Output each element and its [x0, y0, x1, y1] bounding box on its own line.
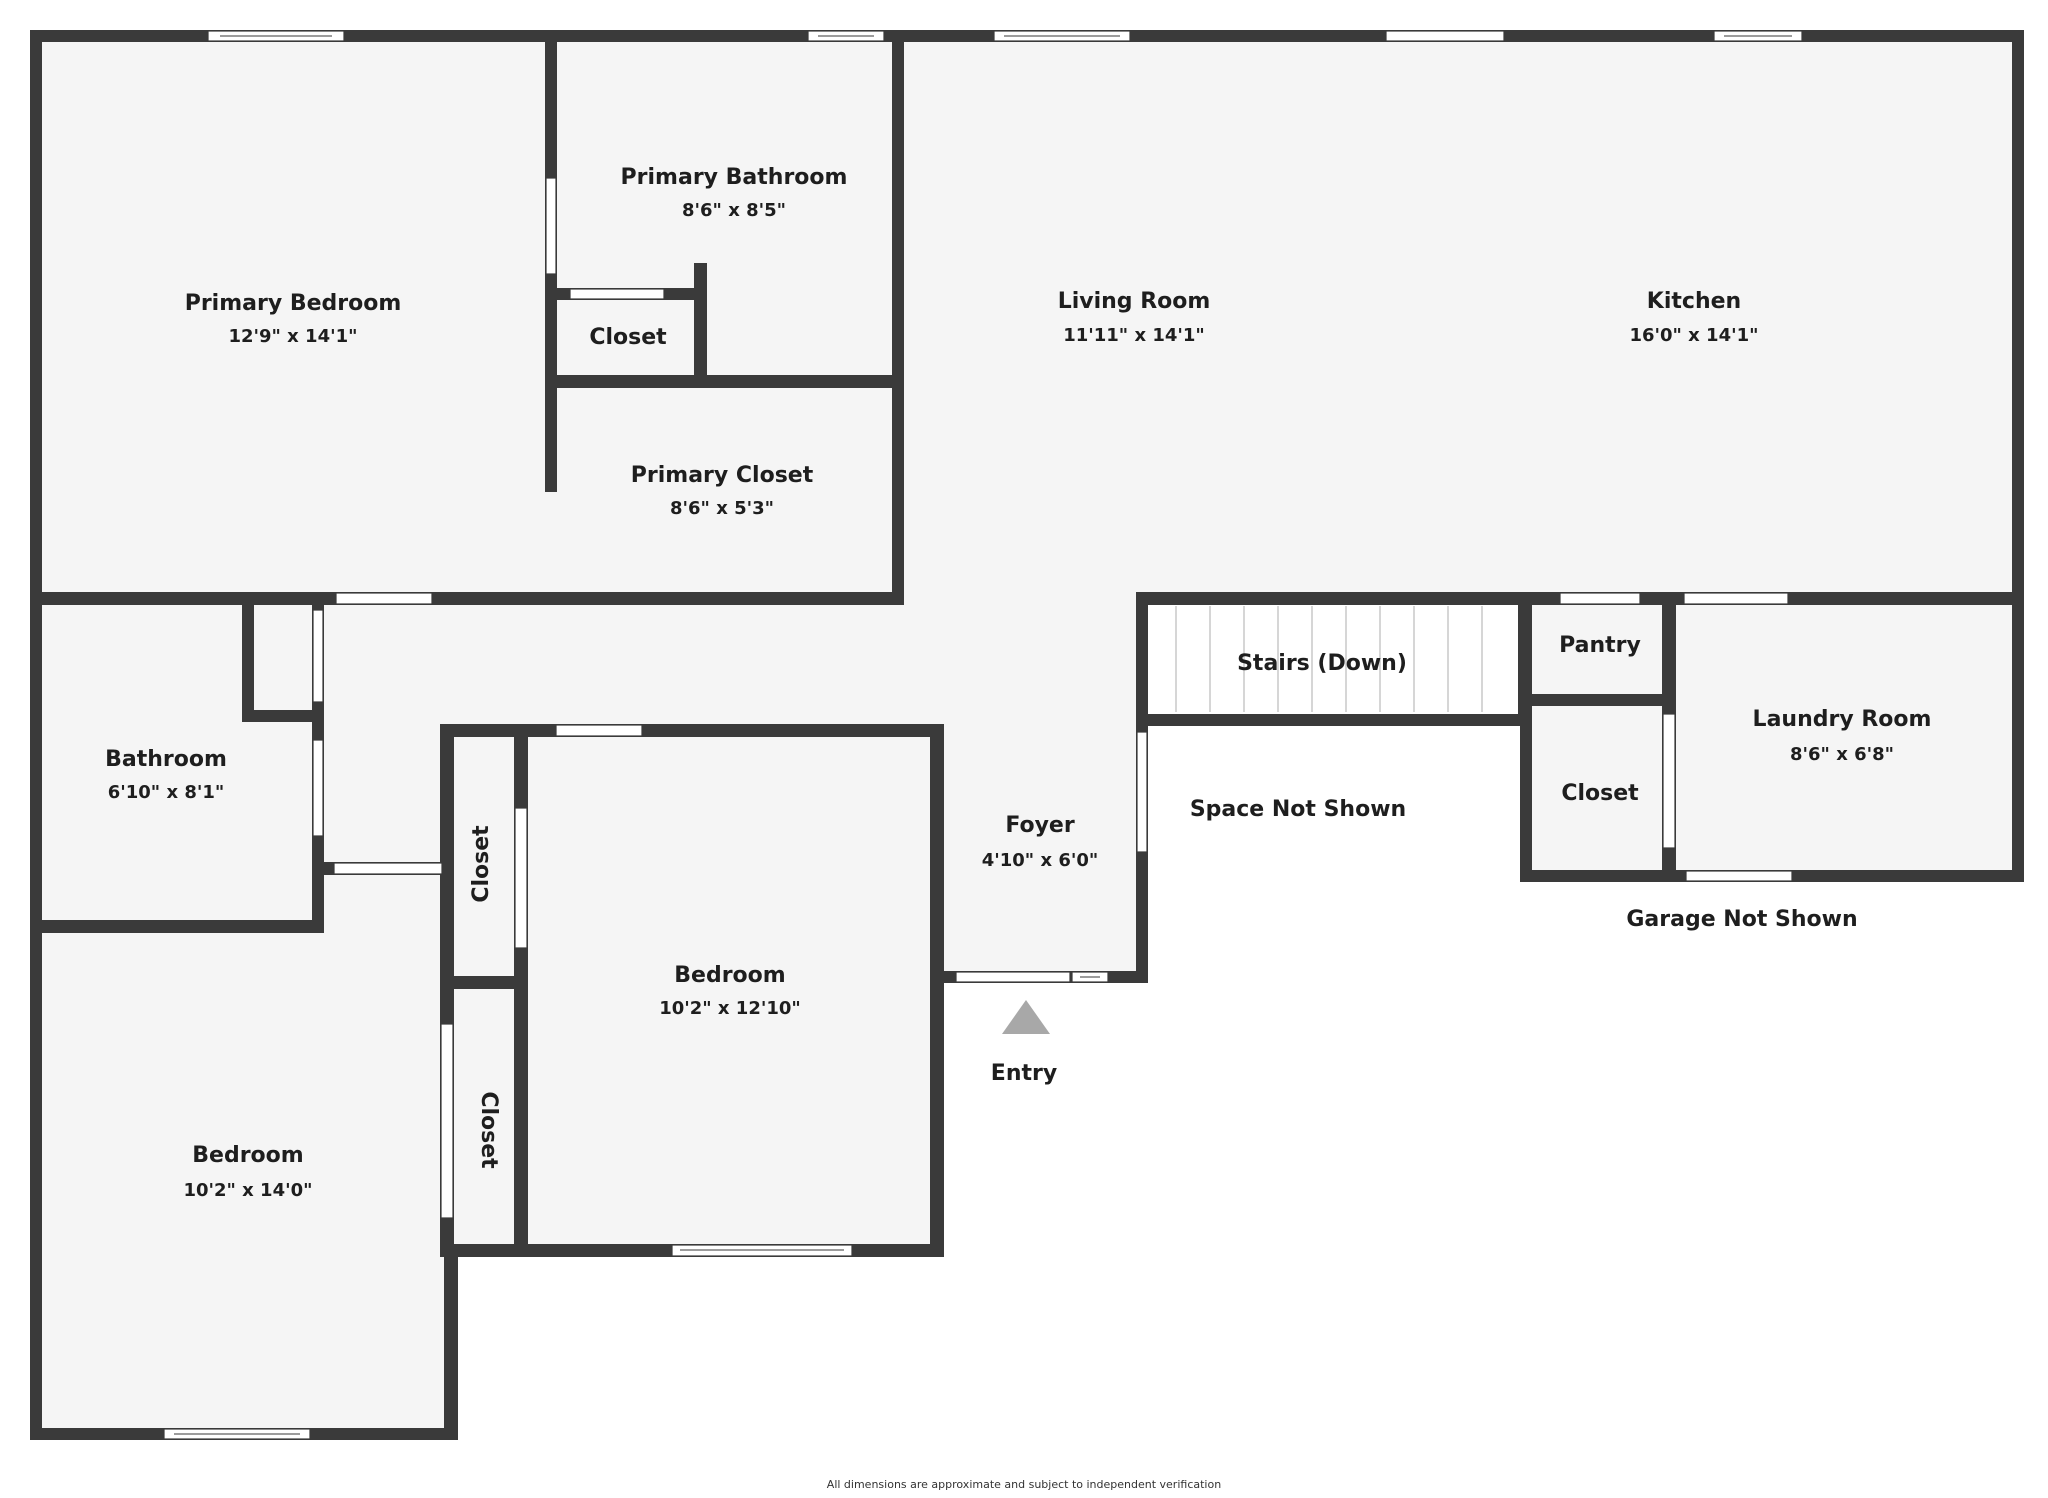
laundry-room-name: Laundry Room	[1753, 707, 1932, 732]
bedroom-left-dims: 10'2" x 14'0"	[183, 1180, 312, 1201]
primary-closet-dims: 8'6" x 5'3"	[670, 498, 774, 519]
bedroom-left-name: Bedroom	[192, 1143, 303, 1168]
pantry-name: Pantry	[1559, 633, 1641, 658]
room-labels: Primary Bedroom 12'9" x 14'1" Primary Ba…	[105, 165, 1931, 1491]
bedroom-center-dims: 10'2" x 12'10"	[659, 998, 801, 1019]
entry-label: Entry	[991, 1061, 1057, 1086]
garage-not-shown-label: Garage Not Shown	[1626, 907, 1857, 932]
space-not-shown-label: Space Not Shown	[1190, 797, 1406, 822]
living-room-dims: 11'11" x 14'1"	[1063, 325, 1205, 346]
primary-bath-closet-name: Closet	[589, 325, 667, 350]
primary-bathroom-dims: 8'6" x 8'5"	[682, 200, 786, 221]
kitchen-name: Kitchen	[1647, 289, 1741, 314]
laundry-closet-name: Closet	[1561, 781, 1639, 806]
bedroom-center-name: Bedroom	[674, 963, 785, 988]
bathroom-dims: 6'10" x 8'1"	[108, 782, 225, 803]
bathroom-name: Bathroom	[105, 747, 227, 772]
stairs-treads	[1175, 606, 1483, 712]
kitchen-dims: 16'0" x 14'1"	[1629, 325, 1758, 346]
primary-closet-name: Primary Closet	[631, 463, 814, 488]
window-lines	[174, 35, 1792, 1435]
entry-arrow-icon	[1002, 1000, 1050, 1034]
living-room-name: Living Room	[1058, 289, 1211, 314]
disclaimer-note: All dimensions are approximate and subje…	[827, 1478, 1221, 1491]
floor-areas	[38, 38, 2016, 1428]
foyer-dims: 4'10" x 6'0"	[982, 850, 1099, 871]
primary-bedroom-dims: 12'9" x 14'1"	[228, 326, 357, 347]
closet-lower-name: Closet	[476, 1091, 501, 1169]
foyer-name: Foyer	[1005, 813, 1075, 838]
closet-upper-name: Closet	[469, 825, 494, 903]
primary-bedroom-name: Primary Bedroom	[185, 291, 402, 316]
primary-bathroom-name: Primary Bathroom	[621, 165, 848, 190]
stairs-name: Stairs (Down)	[1237, 651, 1407, 676]
laundry-room-dims: 8'6" x 6'8"	[1790, 744, 1894, 765]
